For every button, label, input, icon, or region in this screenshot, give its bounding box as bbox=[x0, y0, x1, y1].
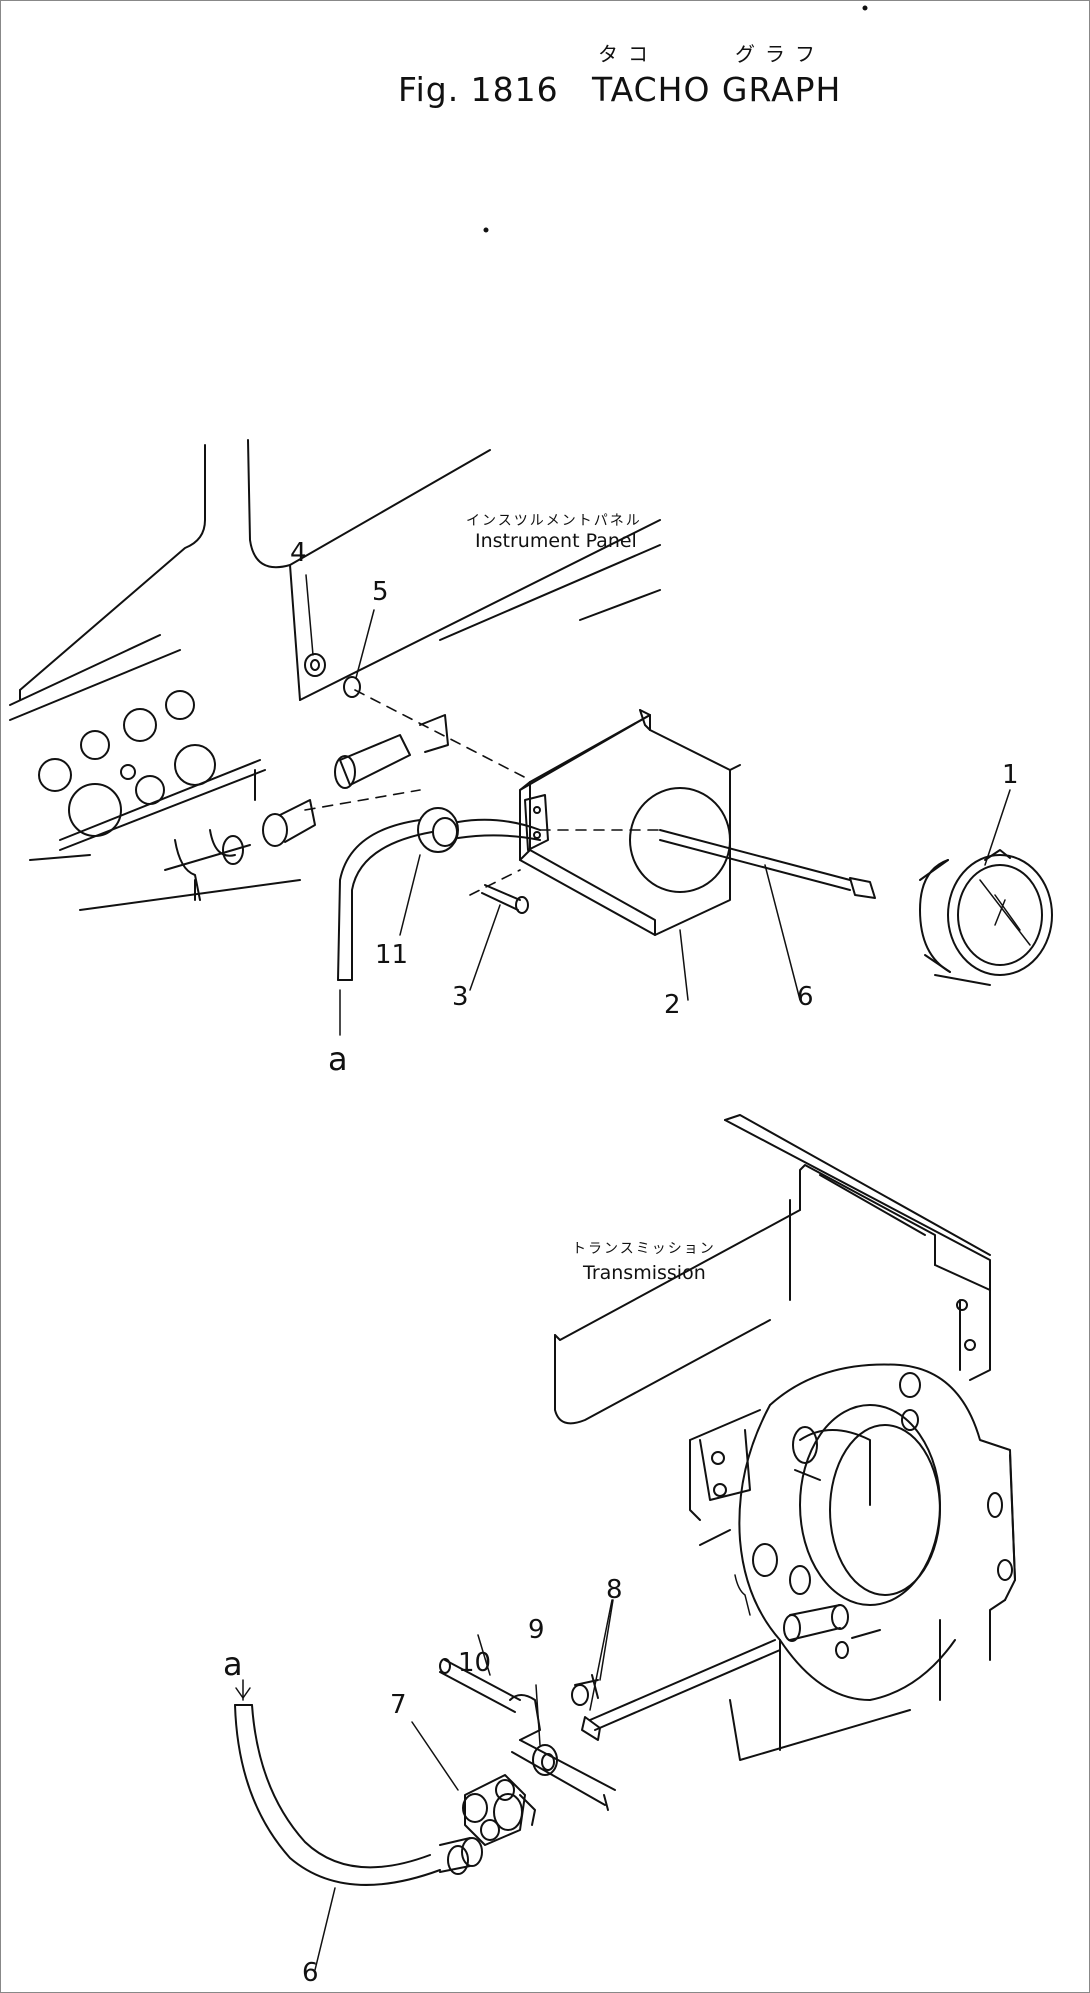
callout-part-7: 7 bbox=[390, 1690, 407, 1720]
coupling-part-7 bbox=[411, 1721, 536, 1846]
figure-title: TACHO GRAPH bbox=[592, 70, 842, 109]
label-transmission-en: Transmission bbox=[583, 1262, 706, 1284]
transmission-output-shaft bbox=[734, 1574, 881, 1659]
callout-part-11: 11 bbox=[375, 940, 409, 970]
bolt-part-3 bbox=[469, 884, 529, 991]
callout-part-5: 5 bbox=[372, 577, 389, 607]
callout-a-upper: a bbox=[328, 1040, 348, 1078]
callout-part-10: 10 bbox=[458, 1648, 492, 1678]
callout-a-lower: a bbox=[223, 1645, 243, 1683]
title-kana-left: タコ bbox=[598, 42, 658, 66]
callout-part-4: 4 bbox=[290, 538, 307, 568]
leader-a-lower bbox=[235, 1679, 251, 1701]
transmission-cover bbox=[729, 1363, 1016, 1761]
washer-part-5 bbox=[343, 609, 375, 698]
hose-part-6-lower bbox=[234, 1704, 483, 1971]
bracket-part-2 bbox=[519, 709, 741, 1001]
callout-part-6-lower: 6 bbox=[302, 1958, 319, 1988]
title-kana-right: グラフ bbox=[735, 42, 825, 66]
tachograph-unit-part-1 bbox=[919, 789, 1053, 986]
callout-part-1: 1 bbox=[1002, 760, 1019, 790]
artifact-dot bbox=[862, 5, 868, 11]
adapter-part-10 bbox=[439, 1634, 616, 1811]
callout-part-3: 3 bbox=[452, 982, 469, 1012]
transmission-housing bbox=[554, 1114, 991, 1546]
figure-number: Fig. 1816 bbox=[398, 70, 559, 109]
nut-part-9 bbox=[532, 1684, 558, 1776]
screw-part-8 bbox=[571, 1599, 614, 1706]
label-instrument-panel-en: Instrument Panel bbox=[475, 530, 637, 552]
callout-part-2: 2 bbox=[664, 990, 681, 1020]
instrument-panel-outline bbox=[9, 439, 661, 911]
alignment-lines bbox=[304, 689, 661, 896]
callout-part-6-upper: 6 bbox=[797, 982, 814, 1012]
label-transmission-jp: トランスミッション bbox=[572, 1241, 716, 1257]
nut-part-4 bbox=[304, 574, 326, 677]
instrument-panel-gauges bbox=[38, 690, 266, 901]
callout-part-9: 9 bbox=[528, 1615, 545, 1645]
label-instrument-panel-jp: インスツルメントパネル bbox=[466, 513, 642, 529]
cable-part-6-upper bbox=[659, 829, 876, 1001]
cable-to-transmission bbox=[581, 1599, 781, 1741]
callout-part-8: 8 bbox=[606, 1575, 623, 1605]
panel-mount-stud bbox=[222, 714, 449, 865]
grommet-part-11 bbox=[337, 807, 541, 981]
artifact-dot bbox=[483, 227, 489, 233]
